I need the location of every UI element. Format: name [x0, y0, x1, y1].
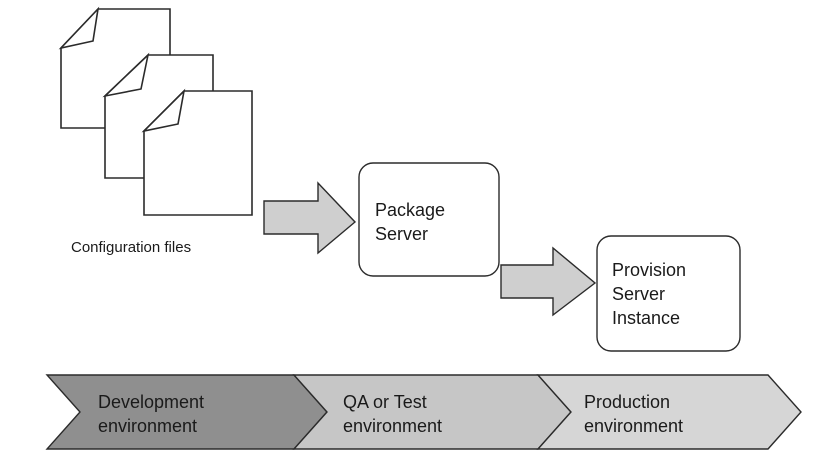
stage-qa-test-label-line2: environment [343, 416, 442, 436]
provision-server-box [596, 235, 741, 352]
environment-stages: Development environment QA or Test envir… [45, 374, 802, 450]
config-files-icon [58, 6, 253, 216]
stage-qa-test-label-line1: QA or Test [343, 392, 427, 412]
flow-arrow-to-provision-server [500, 246, 597, 317]
stage-qa-test-chevron [292, 374, 572, 450]
provision-server-label-line1: Provision [612, 260, 686, 280]
stage-production-chevron [536, 374, 802, 450]
stage-production-label-line1: Production [584, 392, 670, 412]
stage-development-label-line1: Development [98, 392, 204, 412]
stage-development-label-line2: environment [98, 416, 197, 436]
flow-arrow-to-package-server [263, 181, 357, 255]
provision-server-label-line2: Server [612, 284, 665, 304]
package-server-label-line1: Package [375, 200, 445, 220]
package-server-label-line2: Server [375, 224, 428, 244]
stage-production-label-line2: environment [584, 416, 683, 436]
stage-development-chevron [45, 374, 328, 450]
config-files-caption: Configuration files [71, 239, 191, 256]
package-server-box [358, 162, 500, 277]
config-file-3-icon [141, 88, 253, 216]
provision-server-label-line3: Instance [612, 308, 680, 328]
